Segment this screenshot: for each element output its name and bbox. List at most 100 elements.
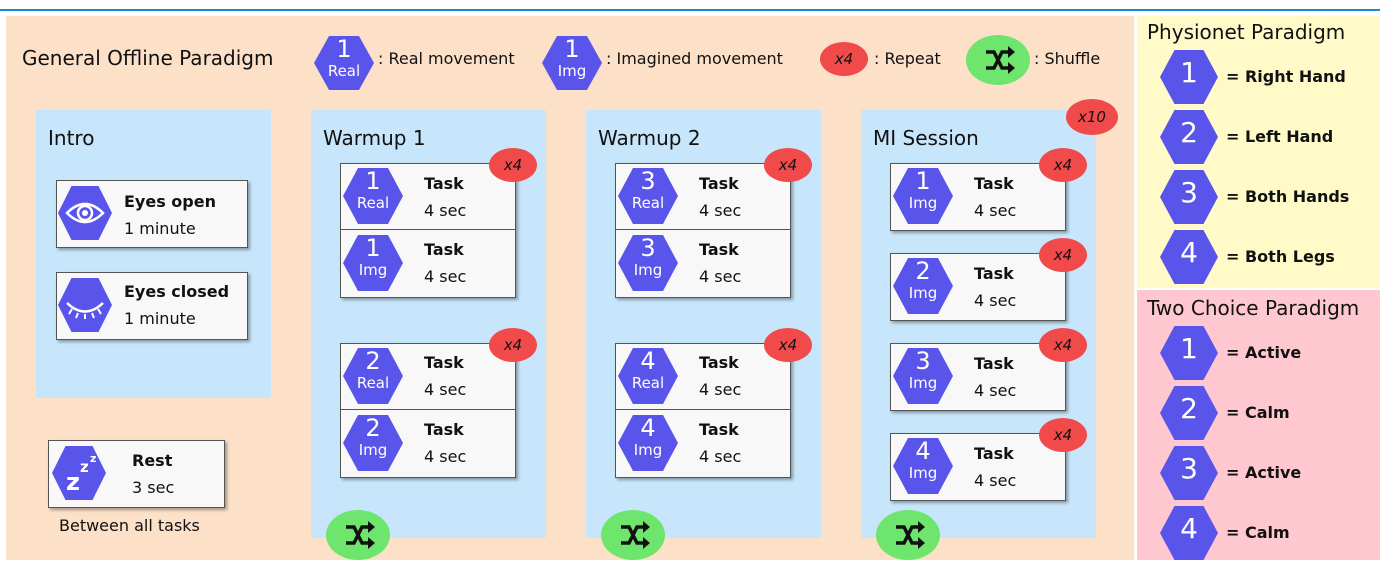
hex-number: 3 — [1180, 452, 1198, 485]
svg-text:z: z — [90, 452, 96, 465]
main-title: General Offline Paradigm — [22, 46, 274, 70]
repeat-badge: x4 — [1039, 418, 1087, 452]
two-choice-title: Two Choice Paradigm — [1147, 296, 1360, 320]
two-choice-label: = Calm — [1226, 523, 1290, 542]
hex-number: 4 — [640, 347, 656, 375]
rest-title: Rest — [132, 451, 173, 470]
task-title: Task — [974, 174, 1014, 193]
legend-shuffle-text: : Shuffle — [1034, 49, 1101, 68]
hex-real-icon: 4 Real — [618, 348, 678, 404]
task-duration: 4 sec — [974, 381, 1017, 400]
mi-session-repeat-badge: x10 — [1066, 99, 1118, 135]
physionet-label: = Left Hand — [1226, 127, 1334, 146]
card-divider — [616, 229, 790, 230]
task-duration: 4 sec — [699, 267, 742, 286]
hex-number: 1 — [1180, 332, 1198, 365]
rest-duration: 3 sec — [132, 478, 175, 497]
task-title: Task — [424, 240, 464, 259]
task-title: Task — [699, 420, 739, 439]
task-title: Task — [424, 174, 464, 193]
legend-img-text: : Imagined movement — [606, 49, 783, 68]
task-duration: 4 sec — [699, 201, 742, 220]
task-duration: 4 sec — [424, 201, 467, 220]
hex-kind: Img — [908, 374, 938, 392]
hex-kind: Img — [358, 261, 388, 279]
hex-img-icon: 4 Img — [618, 415, 678, 471]
hex-img-icon: 2 Img — [343, 415, 403, 471]
hex-number: 3 — [1180, 176, 1198, 209]
two-choice-label: = Active — [1226, 343, 1302, 362]
eyes-closed-duration: 1 minute — [124, 309, 196, 328]
eyes-closed-title: Eyes closed — [124, 282, 230, 301]
top-rule — [0, 9, 1380, 11]
hex-number: 1 — [915, 167, 931, 195]
repeat-badge: x4 — [1039, 148, 1087, 182]
task-title: Task — [699, 353, 739, 372]
rest-caption: Between all tasks — [59, 516, 200, 535]
eye-closed-icon — [58, 278, 112, 332]
legend-repeat-text: : Repeat — [874, 49, 941, 68]
hex-kind: Img — [633, 261, 663, 279]
hex-number: 1 — [365, 167, 381, 195]
legend-real-text: : Real movement — [378, 49, 515, 68]
eyes-open-duration: 1 minute — [124, 219, 196, 238]
eyes-open-title: Eyes open — [124, 192, 216, 211]
hex-number: 4 — [1180, 236, 1198, 269]
hex-img-icon: 4 Img — [893, 438, 953, 494]
shuffle-icon — [601, 510, 665, 560]
hex-kind: Real — [631, 374, 665, 392]
hex-kind: Img — [557, 62, 587, 80]
repeat-badge: x4 — [764, 148, 812, 182]
warmup2-title: Warmup 2 — [598, 126, 701, 150]
mi-session-title: MI Session — [873, 126, 979, 150]
hex-number: 3 — [640, 234, 656, 262]
intro-title: Intro — [48, 126, 95, 150]
task-duration: 4 sec — [699, 380, 742, 399]
card-divider — [341, 229, 515, 230]
hex-number: 4 — [640, 414, 656, 442]
hex-kind: Real — [356, 374, 390, 392]
task-duration: 4 sec — [424, 380, 467, 399]
task-title: Task — [699, 174, 739, 193]
hex-kind: Img — [358, 441, 388, 459]
hex-kind: Real — [327, 62, 361, 80]
hex-number: 1 — [336, 35, 352, 63]
two-choice-label: = Active — [1226, 463, 1302, 482]
hex-number: 2 — [365, 414, 381, 442]
physionet-title: Physionet Paradigm — [1147, 20, 1346, 44]
task-duration: 4 sec — [974, 471, 1017, 490]
repeat-badge: x4 — [489, 148, 537, 182]
card-divider — [616, 409, 790, 410]
hex-number: 4 — [1180, 512, 1198, 545]
repeat-badge: x4 — [1039, 328, 1087, 362]
hex-number: 2 — [1180, 392, 1198, 425]
hex-number: 1 — [564, 35, 580, 63]
warmup1-title: Warmup 1 — [323, 126, 426, 150]
hex-number: 3 — [915, 347, 931, 375]
task-duration: 4 sec — [424, 267, 467, 286]
repeat-badge: x4 — [1039, 238, 1087, 272]
legend-shuffle-icon — [966, 35, 1030, 85]
hex-kind: Img — [908, 284, 938, 302]
hex-kind: Real — [356, 194, 390, 212]
task-title: Task — [424, 353, 464, 372]
intro-panel — [36, 110, 271, 398]
hex-number: 1 — [1180, 56, 1198, 89]
svg-text:z: z — [80, 458, 89, 476]
hex-kind: Real — [631, 194, 665, 212]
legend-img-hex-icon: 1 Img — [542, 36, 602, 90]
hex-real-icon: 2 Real — [343, 348, 403, 404]
hex-number: 3 — [640, 167, 656, 195]
task-title: Task — [974, 444, 1014, 463]
card-divider — [341, 409, 515, 410]
hex-number: 2 — [365, 347, 381, 375]
hex-img-icon: 3 Img — [893, 348, 953, 404]
task-duration: 4 sec — [974, 291, 1017, 310]
hex-number: 1 — [365, 234, 381, 262]
repeat-badge: x4 — [489, 328, 537, 362]
hex-kind: Img — [908, 194, 938, 212]
hex-img-icon: 2 Img — [893, 258, 953, 314]
legend-repeat-badge: x4 — [820, 42, 868, 76]
shuffle-icon — [326, 510, 390, 560]
